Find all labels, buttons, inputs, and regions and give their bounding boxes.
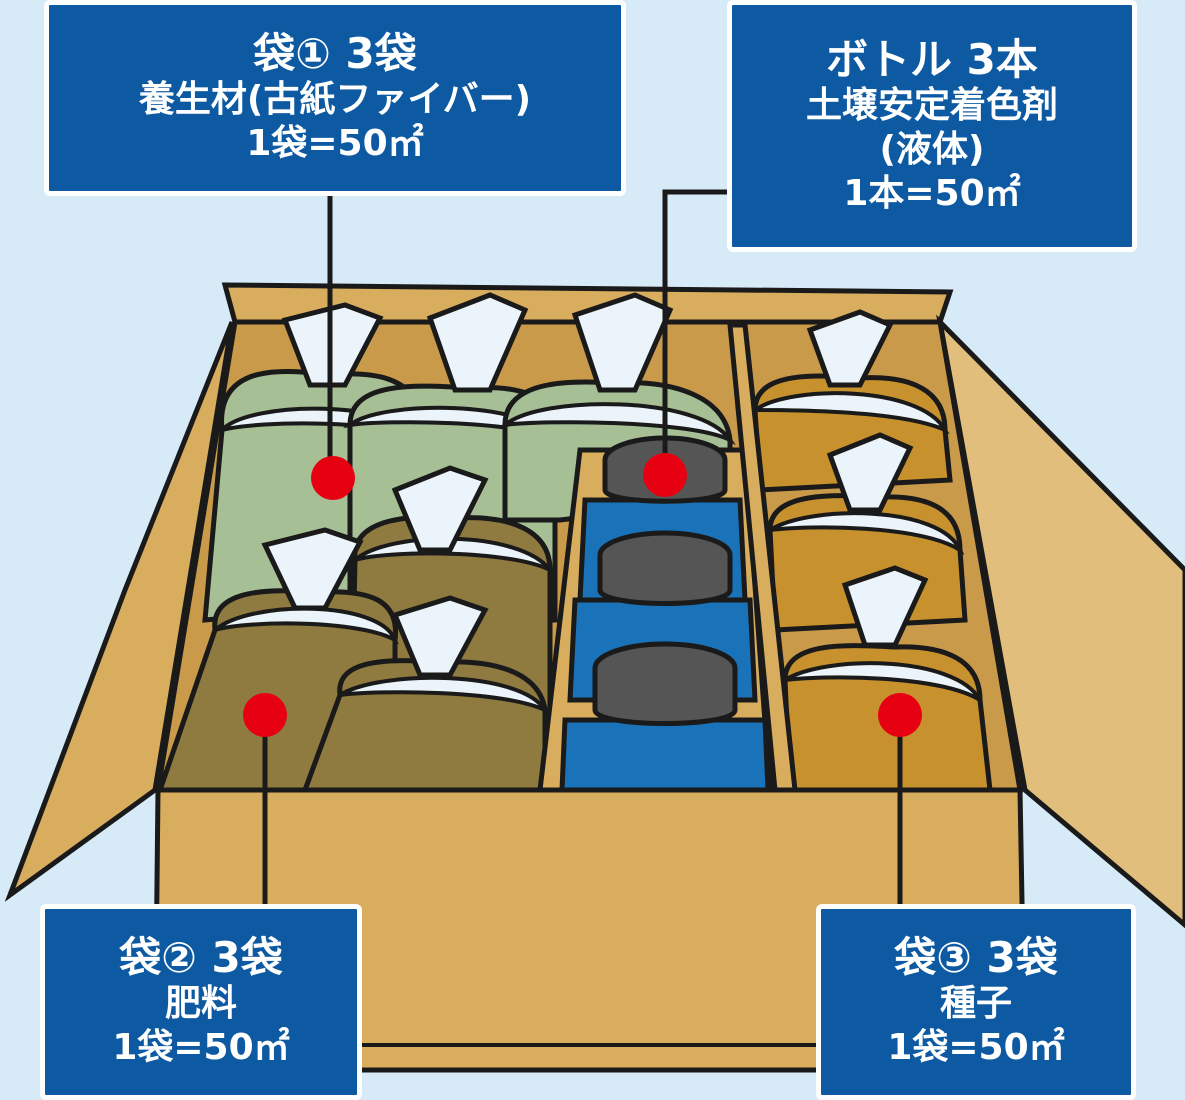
box-left-flap: [4, 321, 235, 902]
box-right-flap: [936, 314, 1185, 929]
bottle-compartment: [537, 435, 773, 793]
bag1-knot-mid: [426, 292, 529, 393]
leader-bottle: [662, 189, 732, 475]
callout-bag3-line: 種子: [939, 983, 1012, 1024]
marker-bag3: [878, 693, 922, 737]
bag2-knot-back: [391, 465, 489, 553]
callout-bottle-line: 1本=50㎡: [843, 173, 1021, 214]
bottle-3: [559, 641, 771, 793]
callout-bag3-title: 袋③ 3袋: [894, 933, 1058, 982]
marker-bottle: [643, 453, 687, 497]
callout-bottle-line: (液体): [879, 129, 985, 170]
callout-bottle-title: ボトル 3本: [826, 35, 1038, 84]
marker-bag1: [311, 456, 355, 500]
callout-bottle: ボトル 3本 土壌安定着色剤 (液体) 1本=50㎡: [727, 0, 1137, 252]
callout-bag2-title: 袋② 3袋: [119, 933, 283, 982]
callout-bag2-line: 1袋=50㎡: [112, 1027, 290, 1068]
callout-bag1-title: 袋① 3袋: [253, 29, 417, 78]
bag2-knot-left: [261, 527, 364, 611]
callout-bag2-line: 肥料: [164, 983, 237, 1024]
bag3-knot-back: [806, 309, 894, 388]
callout-bag1: 袋① 3袋 養生材(古紙ファイバー) 1袋=50㎡: [44, 0, 626, 196]
marker-bag2: [243, 693, 287, 737]
callout-bag1-line: 養生材(古紙ファイバー): [138, 79, 532, 120]
callout-bag3: 袋③ 3袋 種子 1袋=50㎡: [816, 904, 1136, 1100]
bag2-knot-front: [391, 595, 489, 678]
bag1-knot-right: [571, 292, 674, 393]
callout-bag1-line: 1袋=50㎡: [246, 123, 424, 164]
bag3-knot-mid: [826, 432, 914, 513]
callout-bottle-line: 土壌安定着色剤: [805, 85, 1058, 126]
callout-bag3-line: 1袋=50㎡: [887, 1027, 1065, 1068]
callout-bag2: 袋② 3袋 肥料 1袋=50㎡: [40, 904, 362, 1100]
bag3-knot-front: [841, 565, 929, 648]
bag2-group: [156, 465, 553, 793]
